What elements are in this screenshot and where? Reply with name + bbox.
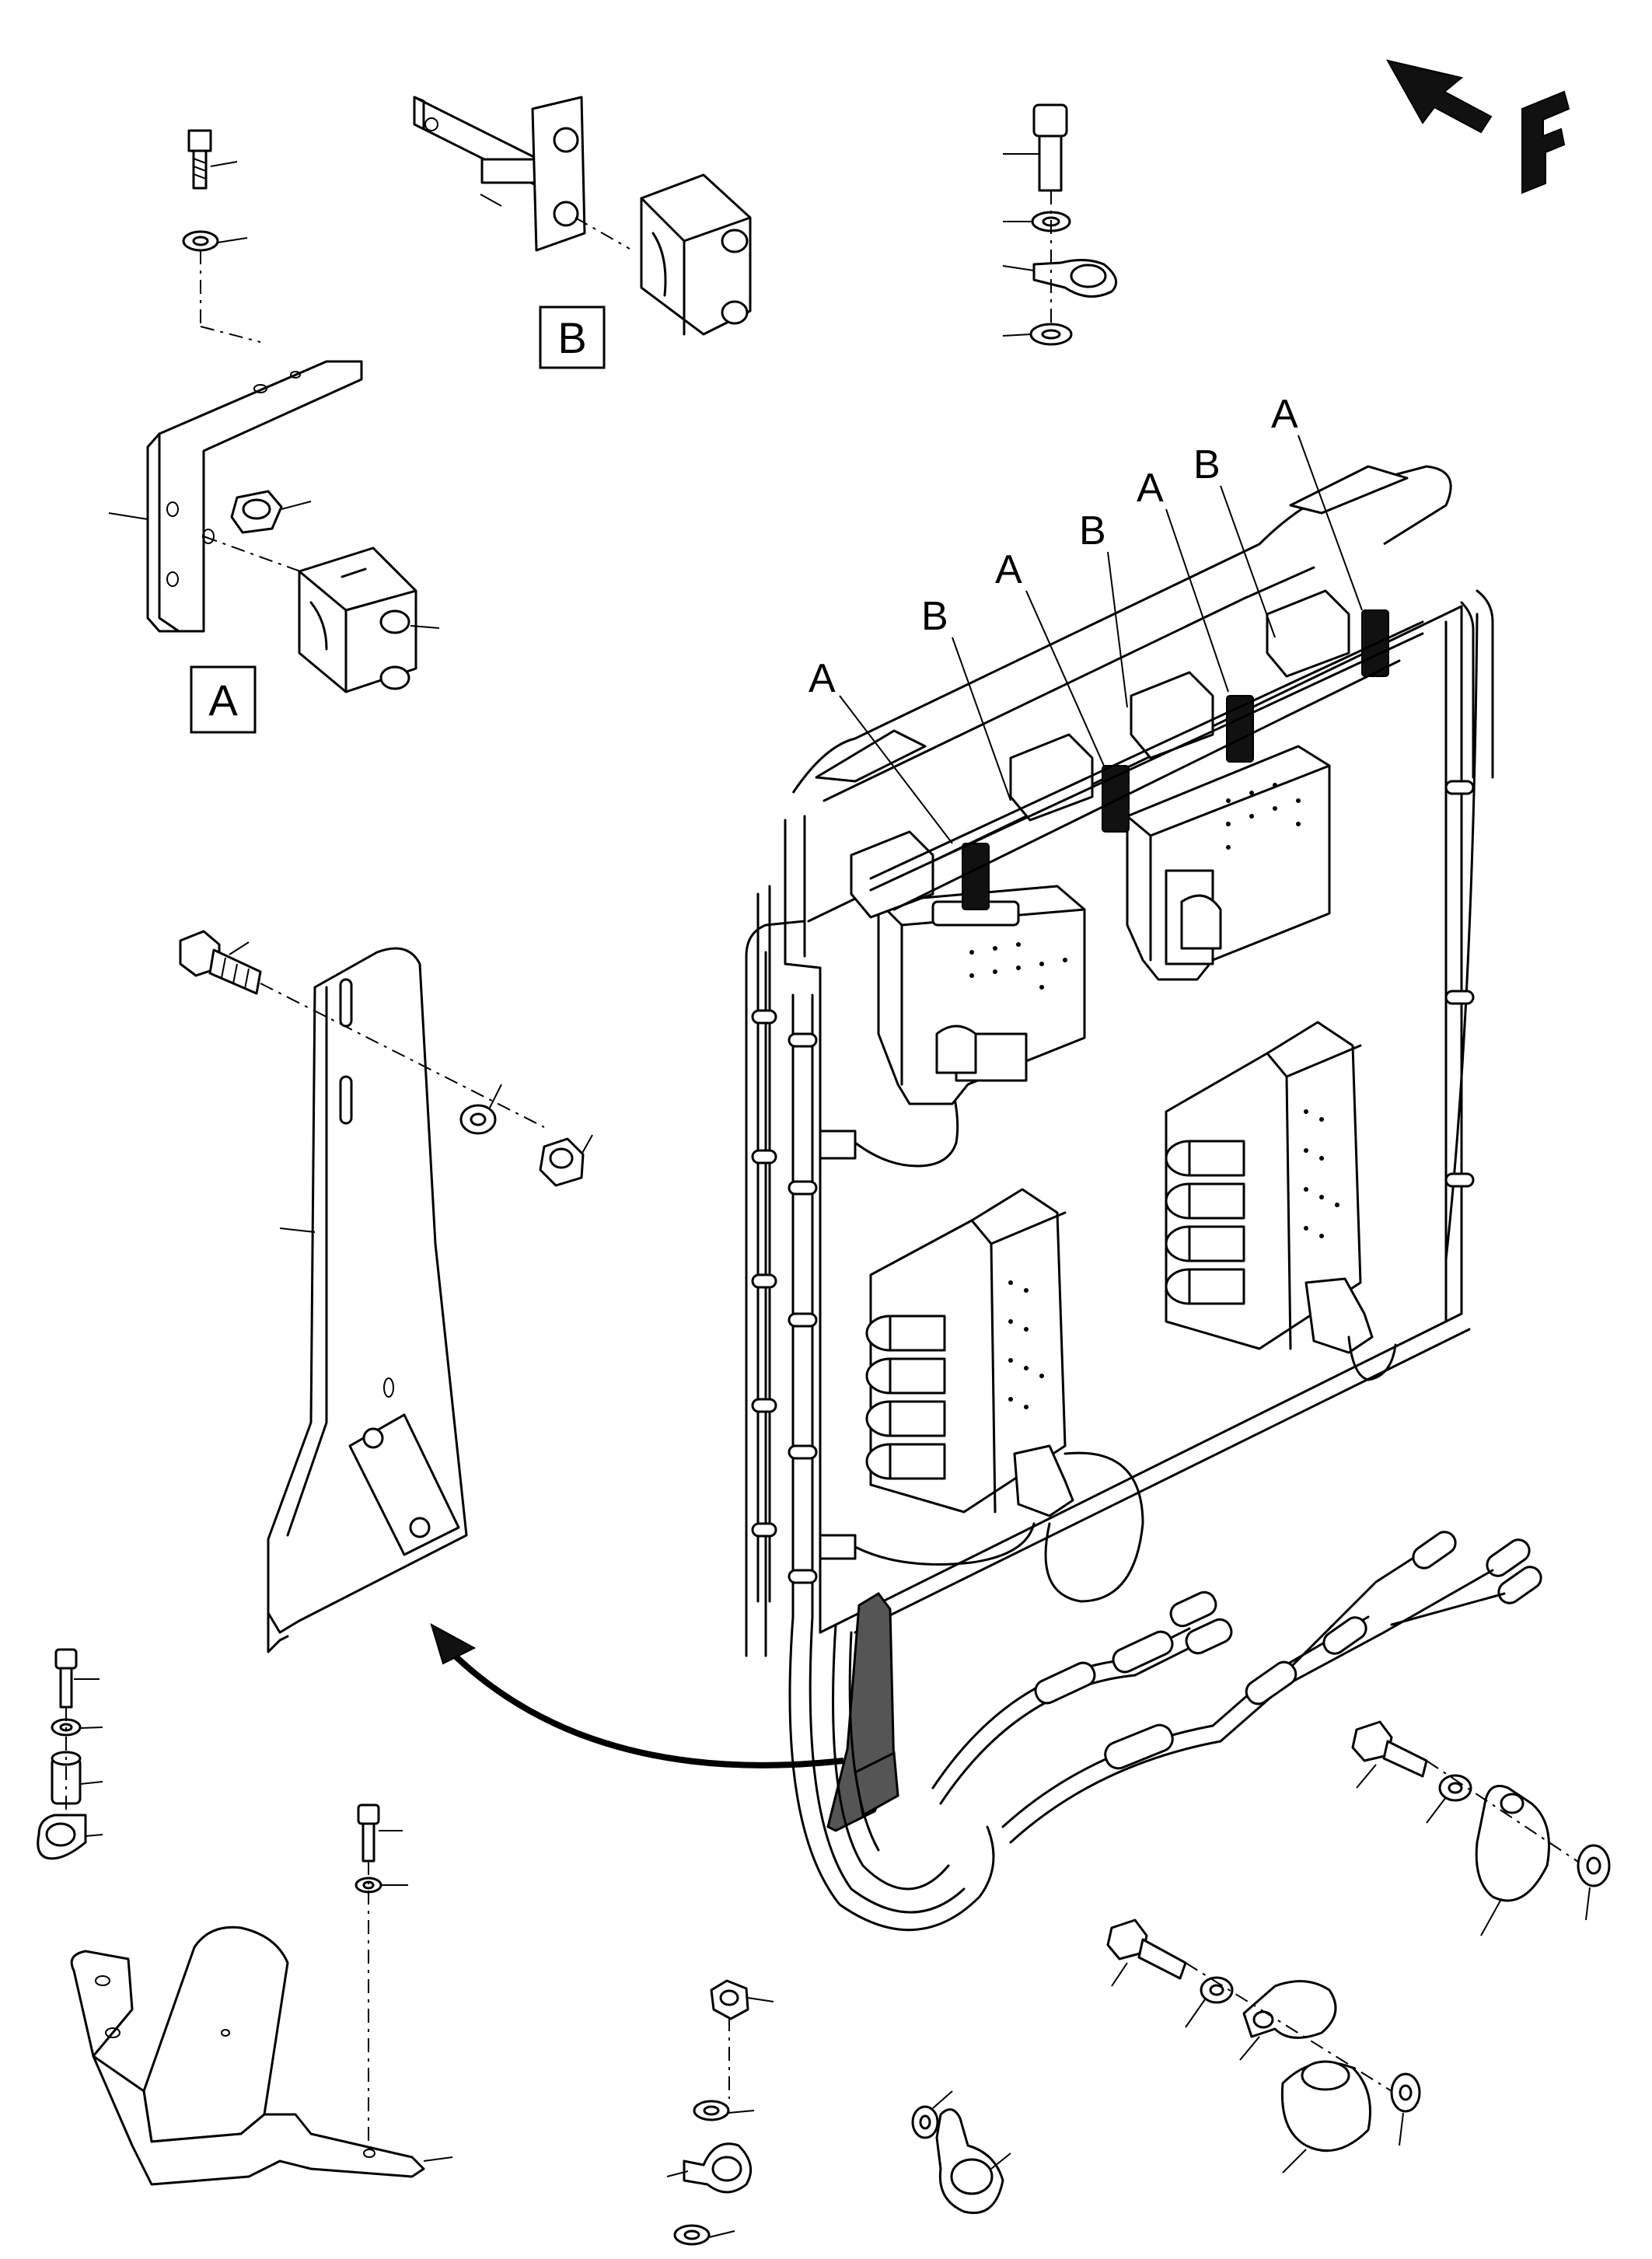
harness-label-3: A: [995, 547, 1022, 592]
floor-bracket-bolt: [354, 1803, 408, 2153]
p-clamp-bottom-center: [911, 2090, 1011, 2215]
detail-a-clamp-block: [298, 546, 440, 693]
side-bracket-washer: [459, 1084, 502, 1135]
valve-bank-lower-right: [1165, 1021, 1397, 1381]
detail-b-label: B: [557, 313, 586, 362]
extension-harness-lower: [1001, 1531, 1542, 1844]
detail-a-assembly: A: [108, 129, 440, 734]
side-bracket-nut: [539, 1134, 593, 1187]
floor-bracket: [70, 1926, 453, 2186]
clamp-stack-left: [37, 1648, 103, 1860]
harness-label-2: B: [921, 594, 948, 639]
location-arrow: [449, 1650, 844, 1768]
extension-harness-upper: [931, 1590, 1233, 1805]
detail-b-bracket: [413, 96, 586, 252]
solenoid-connectors-top: [850, 589, 1424, 919]
solenoid-coils-lower-left: [865, 1315, 946, 1480]
clamp-assembly-bottom: [1106, 1919, 1421, 2173]
top-clamp-stack: [1002, 103, 1118, 346]
solenoid-coils-lower-right: [1165, 1140, 1245, 1305]
valve-bank-lower-left: [865, 1188, 1144, 1603]
side-support-bracket: [267, 947, 468, 1653]
detail-a-angle-bracket: [108, 360, 363, 633]
front-mark-glyph: [1521, 90, 1570, 194]
harness-callouts: A B A B A B A: [809, 392, 1363, 844]
side-bracket-bolt: [179, 930, 262, 995]
valve-bank-upper-right: [1126, 745, 1331, 981]
harness-label-1: A: [809, 656, 836, 701]
detail-a-label-box: [190, 665, 257, 734]
detail-b-assembly: B: [413, 96, 752, 369]
detail-b-label-box: [539, 306, 606, 369]
valve-bank-upper-left: [877, 885, 1086, 1105]
clamp-assembly-right: [1351, 1720, 1611, 1936]
clamp-stack-bottom-center: [666, 1979, 774, 2246]
valve-mount-frame: [745, 465, 1494, 1657]
detail-b-clamp-block: [640, 173, 752, 336]
harness-label-7: A: [1271, 392, 1298, 437]
harness-label-4: B: [1079, 508, 1106, 553]
detail-a-label: A: [208, 676, 238, 724]
detail-a-washer: [182, 230, 248, 252]
harness-label-6: B: [1193, 442, 1221, 487]
harness-label-5: A: [1137, 466, 1164, 511]
front-direction-arrow: [1386, 59, 1493, 134]
detail-a-nut: [230, 490, 312, 534]
detail-a-bolt: [187, 129, 238, 190]
